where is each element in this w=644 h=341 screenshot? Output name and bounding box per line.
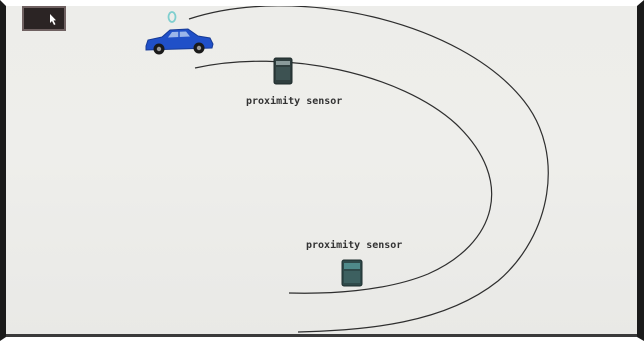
sensor-label-1: proximity sensor <box>246 96 342 107</box>
proximity-sensor-icon[interactable] <box>341 259 363 287</box>
screen-bottom-edge <box>6 334 637 337</box>
cursor-tool-button[interactable] <box>22 6 66 31</box>
proximity-sensor-icon[interactable] <box>273 57 293 85</box>
simulation-canvas: proximity sensor proximity sensor <box>6 6 637 337</box>
outer-lane-curve <box>189 6 548 332</box>
car-icon[interactable] <box>142 26 216 58</box>
sensor-label-2: proximity sensor <box>306 240 402 251</box>
signal-ping-icon <box>166 10 178 24</box>
mouse-pointer-icon <box>24 8 64 29</box>
track-lanes <box>6 6 637 337</box>
